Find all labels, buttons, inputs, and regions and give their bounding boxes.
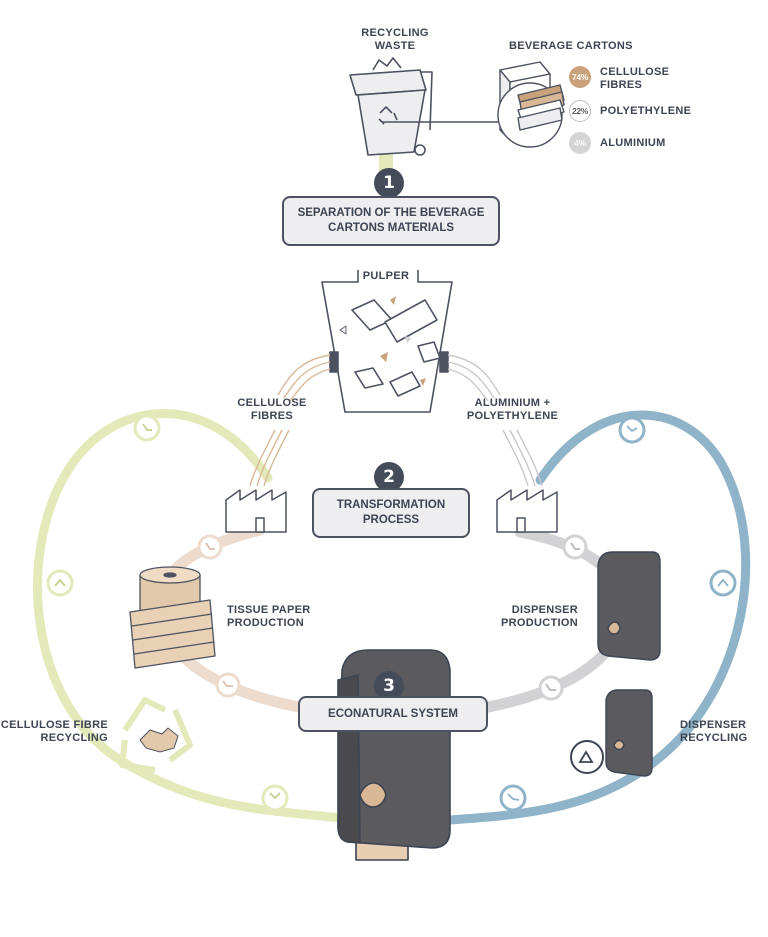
cellulose-fibre-lines — [249, 354, 331, 487]
step-3-box: ECONATURAL SYSTEM — [298, 696, 488, 732]
aluminium-polyethylene-label: ALUMINIUM +POLYETHYLENE — [466, 397, 559, 422]
beverage-carton-icon — [497, 61, 565, 148]
beverage-cartons-label: BEVERAGE CARTONS — [509, 40, 633, 52]
pulper-icon — [321, 270, 453, 413]
pulper-fragments — [339, 296, 426, 386]
recycle-icon — [578, 750, 594, 763]
polyethylene-percent-badge: 22% — [569, 100, 591, 122]
factory-left-icon — [225, 489, 287, 533]
step-2-badge: 2 — [374, 462, 404, 492]
blue-loop — [445, 410, 751, 825]
aluminium-percent-label: ALUMINIUM — [600, 137, 666, 149]
cellulose-recycling-icon — [119, 697, 193, 773]
aluminium-percent-badge: 4% — [569, 132, 591, 154]
dispenser-recycle-badge — [570, 740, 604, 774]
factory-right-icon — [496, 489, 558, 533]
step-1-badge: 1 — [374, 168, 404, 198]
polyethylene-percent-label: POLYETHYLENE — [600, 105, 692, 117]
dispenser-production-icon — [597, 551, 661, 661]
loop-arrows — [46, 414, 737, 812]
tissue-paper-roll-icon — [129, 566, 216, 669]
aluminium-lines — [447, 354, 543, 487]
pulper-label: PULPER — [362, 270, 410, 282]
dispenser-recycling-icon — [605, 689, 653, 777]
arrow-chevrons — [54, 423, 729, 801]
cellulose-percent-badge: 74% — [569, 66, 591, 88]
paper-scrap — [139, 727, 179, 753]
recycling-bin-icon — [349, 57, 433, 156]
green-loop — [33, 409, 345, 823]
